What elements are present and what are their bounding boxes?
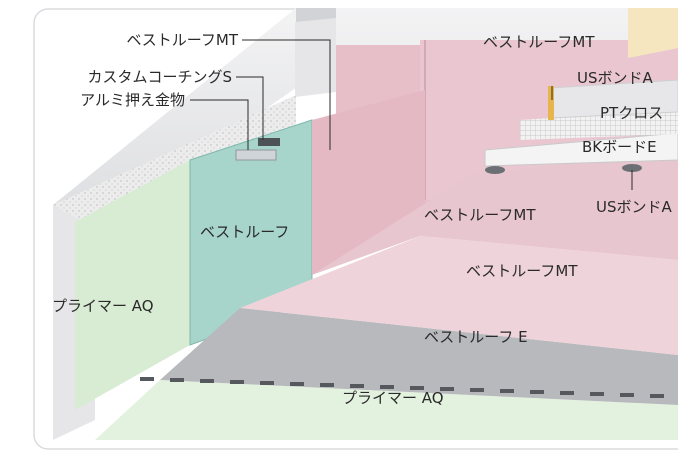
bestroof-mt-lower-layer xyxy=(240,236,678,355)
bk-board xyxy=(484,132,678,167)
label-pt-cross: PTクロス xyxy=(600,104,663,122)
aluminum-bar xyxy=(235,149,277,161)
label-custom-coating: カスタムコーチングS xyxy=(87,68,232,86)
callout-leaders xyxy=(190,39,633,190)
label-layer-mt-upper: ベストルーフMT xyxy=(424,206,536,224)
concrete-wall-face xyxy=(53,95,296,232)
label-wall-bestroof-mt: ベストルーフMT xyxy=(483,33,595,51)
bestroof-mt-upper-layer xyxy=(312,150,678,275)
label-primer-floor: プライマー AQ xyxy=(342,389,444,407)
primer-wall-area xyxy=(75,160,190,410)
label-bestroof-flashing: ベストルーフ xyxy=(200,223,289,241)
bestroof-e-layer xyxy=(160,308,678,405)
label-layer-mt-lower: ベストルーフMT xyxy=(466,262,578,280)
label-us-bond-a-top: USボンドA xyxy=(577,69,654,87)
label-bk-board: BKボードE xyxy=(582,138,657,156)
label-layer-e: ベストルーフ E xyxy=(424,328,528,346)
label-bestroof-mt-callout: ベストルーフMT xyxy=(126,31,238,49)
sealant xyxy=(258,138,280,146)
label-us-bond-a-bottom: USボンドA xyxy=(596,198,673,216)
label-primer-wall: プライマー AQ xyxy=(52,297,154,315)
wall-sheet xyxy=(628,8,678,58)
label-aluminum-retainer: アルミ押え金物 xyxy=(80,91,185,109)
primer-floor-layer xyxy=(95,380,678,440)
bond-strip xyxy=(548,86,554,120)
anchor-strip xyxy=(140,377,664,398)
